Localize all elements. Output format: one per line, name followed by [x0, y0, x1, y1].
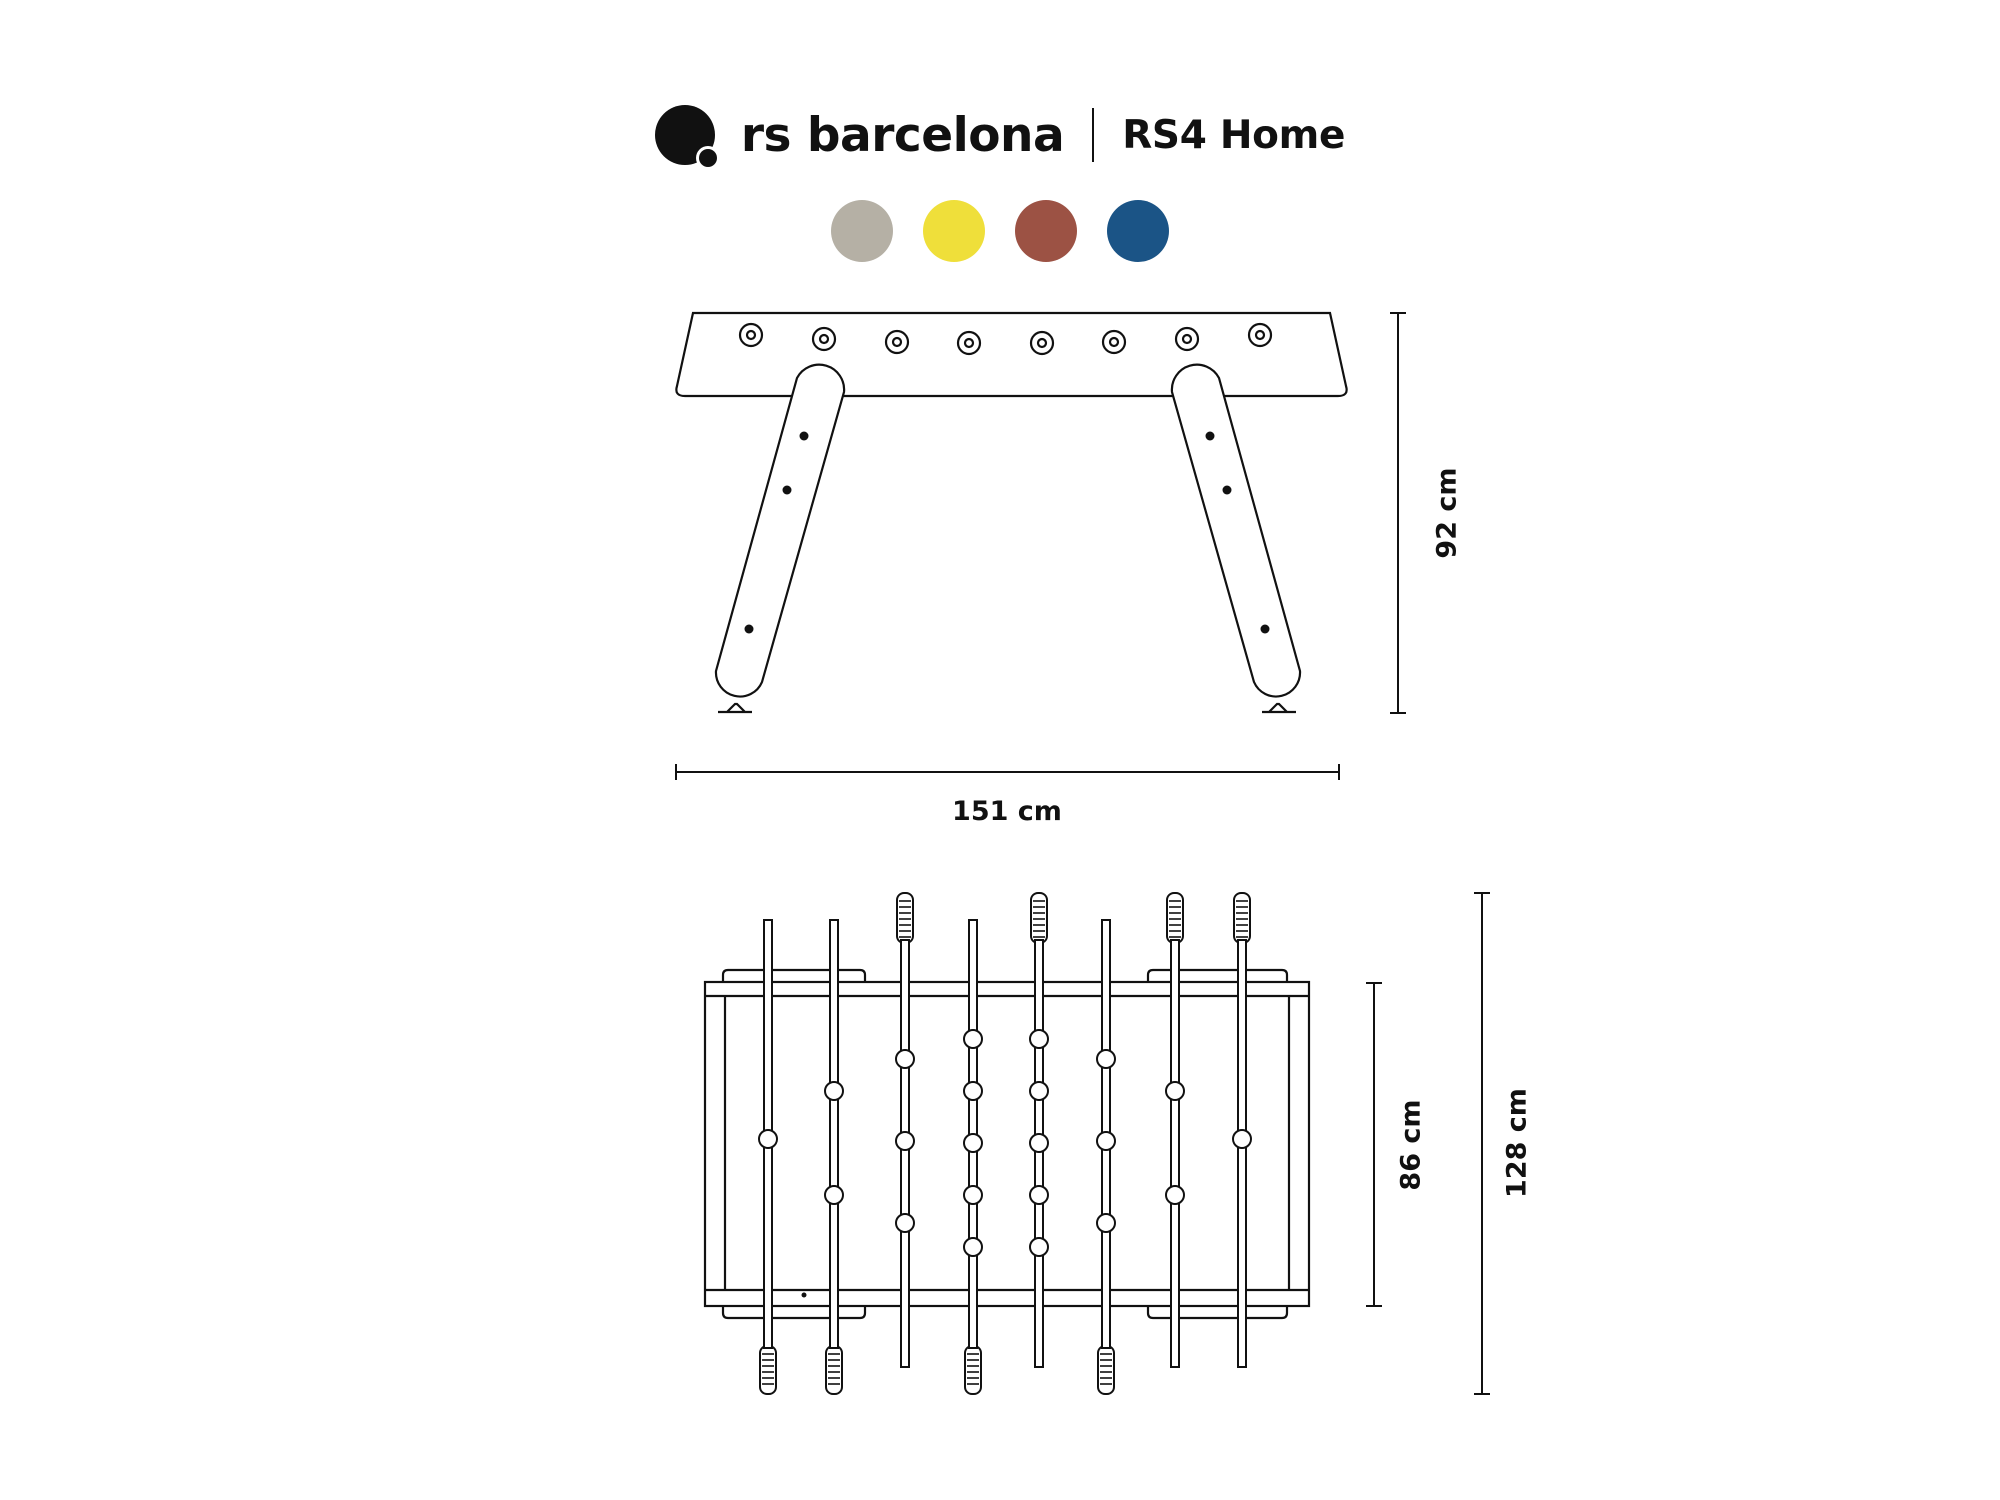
brand-name: rs barcelona	[740, 107, 1065, 163]
player-figure	[1096, 1131, 1116, 1151]
player-figure	[895, 1131, 915, 1151]
color-swatch-yellow[interactable]	[923, 200, 985, 262]
rod	[1034, 939, 1044, 1368]
rod-hole	[811, 326, 837, 352]
player-figure	[895, 1049, 915, 1069]
color-swatches	[0, 200, 2000, 264]
player-figure	[1165, 1081, 1185, 1101]
color-swatch-sand[interactable]	[831, 200, 893, 262]
color-swatch-blue[interactable]	[1107, 200, 1169, 262]
player-figure	[963, 1133, 983, 1153]
rod	[1170, 939, 1180, 1368]
player-figure	[1165, 1185, 1185, 1205]
rod-holes	[738, 322, 1273, 356]
height-label: 92 cm	[1432, 467, 1463, 558]
player-figure	[1029, 1133, 1049, 1153]
side-view	[675, 311, 1348, 714]
model-name: RS4 Home	[1122, 112, 1346, 158]
depth-label: 86 cm	[1396, 1099, 1427, 1190]
player-figure	[963, 1081, 983, 1101]
rod	[829, 919, 839, 1349]
foosball-rods	[758, 892, 1252, 1395]
rod-hole	[956, 330, 982, 356]
player-figure	[963, 1185, 983, 1205]
rod-hole	[1029, 330, 1055, 356]
overall-depth-label: 128 cm	[1502, 1088, 1533, 1198]
player-figure	[1029, 1237, 1049, 1257]
dimension-height-side	[1390, 312, 1406, 714]
tabletop-side	[675, 311, 1348, 398]
rod-hole	[1174, 326, 1200, 352]
player-figure	[824, 1081, 844, 1101]
rod	[900, 939, 910, 1368]
color-swatch-terracotta[interactable]	[1015, 200, 1077, 262]
top-view	[703, 968, 1311, 1320]
rod-hole	[738, 322, 764, 348]
player-figure	[1029, 1029, 1049, 1049]
rs-barcelona-logo-icon	[654, 101, 723, 169]
rod-hole	[1247, 322, 1273, 348]
player-figure	[1029, 1185, 1049, 1205]
dimension-width-side	[675, 764, 1340, 780]
dimension-depth-top	[1366, 982, 1382, 1307]
rod-hole	[884, 329, 910, 355]
rod	[1237, 939, 1247, 1368]
player-figure	[963, 1029, 983, 1049]
right-leg	[1170, 363, 1302, 698]
rod-hole	[1101, 329, 1127, 355]
left-foot	[718, 702, 752, 714]
player-figure	[1096, 1049, 1116, 1069]
width-label: 151 cm	[952, 796, 1062, 827]
player-figure	[1096, 1213, 1116, 1233]
player-figure	[1029, 1081, 1049, 1101]
header-divider	[1092, 108, 1095, 162]
player-figure	[758, 1129, 778, 1149]
right-foot	[1262, 702, 1296, 714]
table-frame	[703, 980, 1311, 1308]
player-figure	[895, 1213, 915, 1233]
brand-header: rs barcelona RS4 Home	[0, 95, 2000, 175]
left-leg	[714, 363, 846, 698]
dimension-overall-depth-top	[1474, 892, 1490, 1395]
player-figure	[963, 1237, 983, 1257]
player-figure	[824, 1185, 844, 1205]
player-figure	[1232, 1129, 1252, 1149]
